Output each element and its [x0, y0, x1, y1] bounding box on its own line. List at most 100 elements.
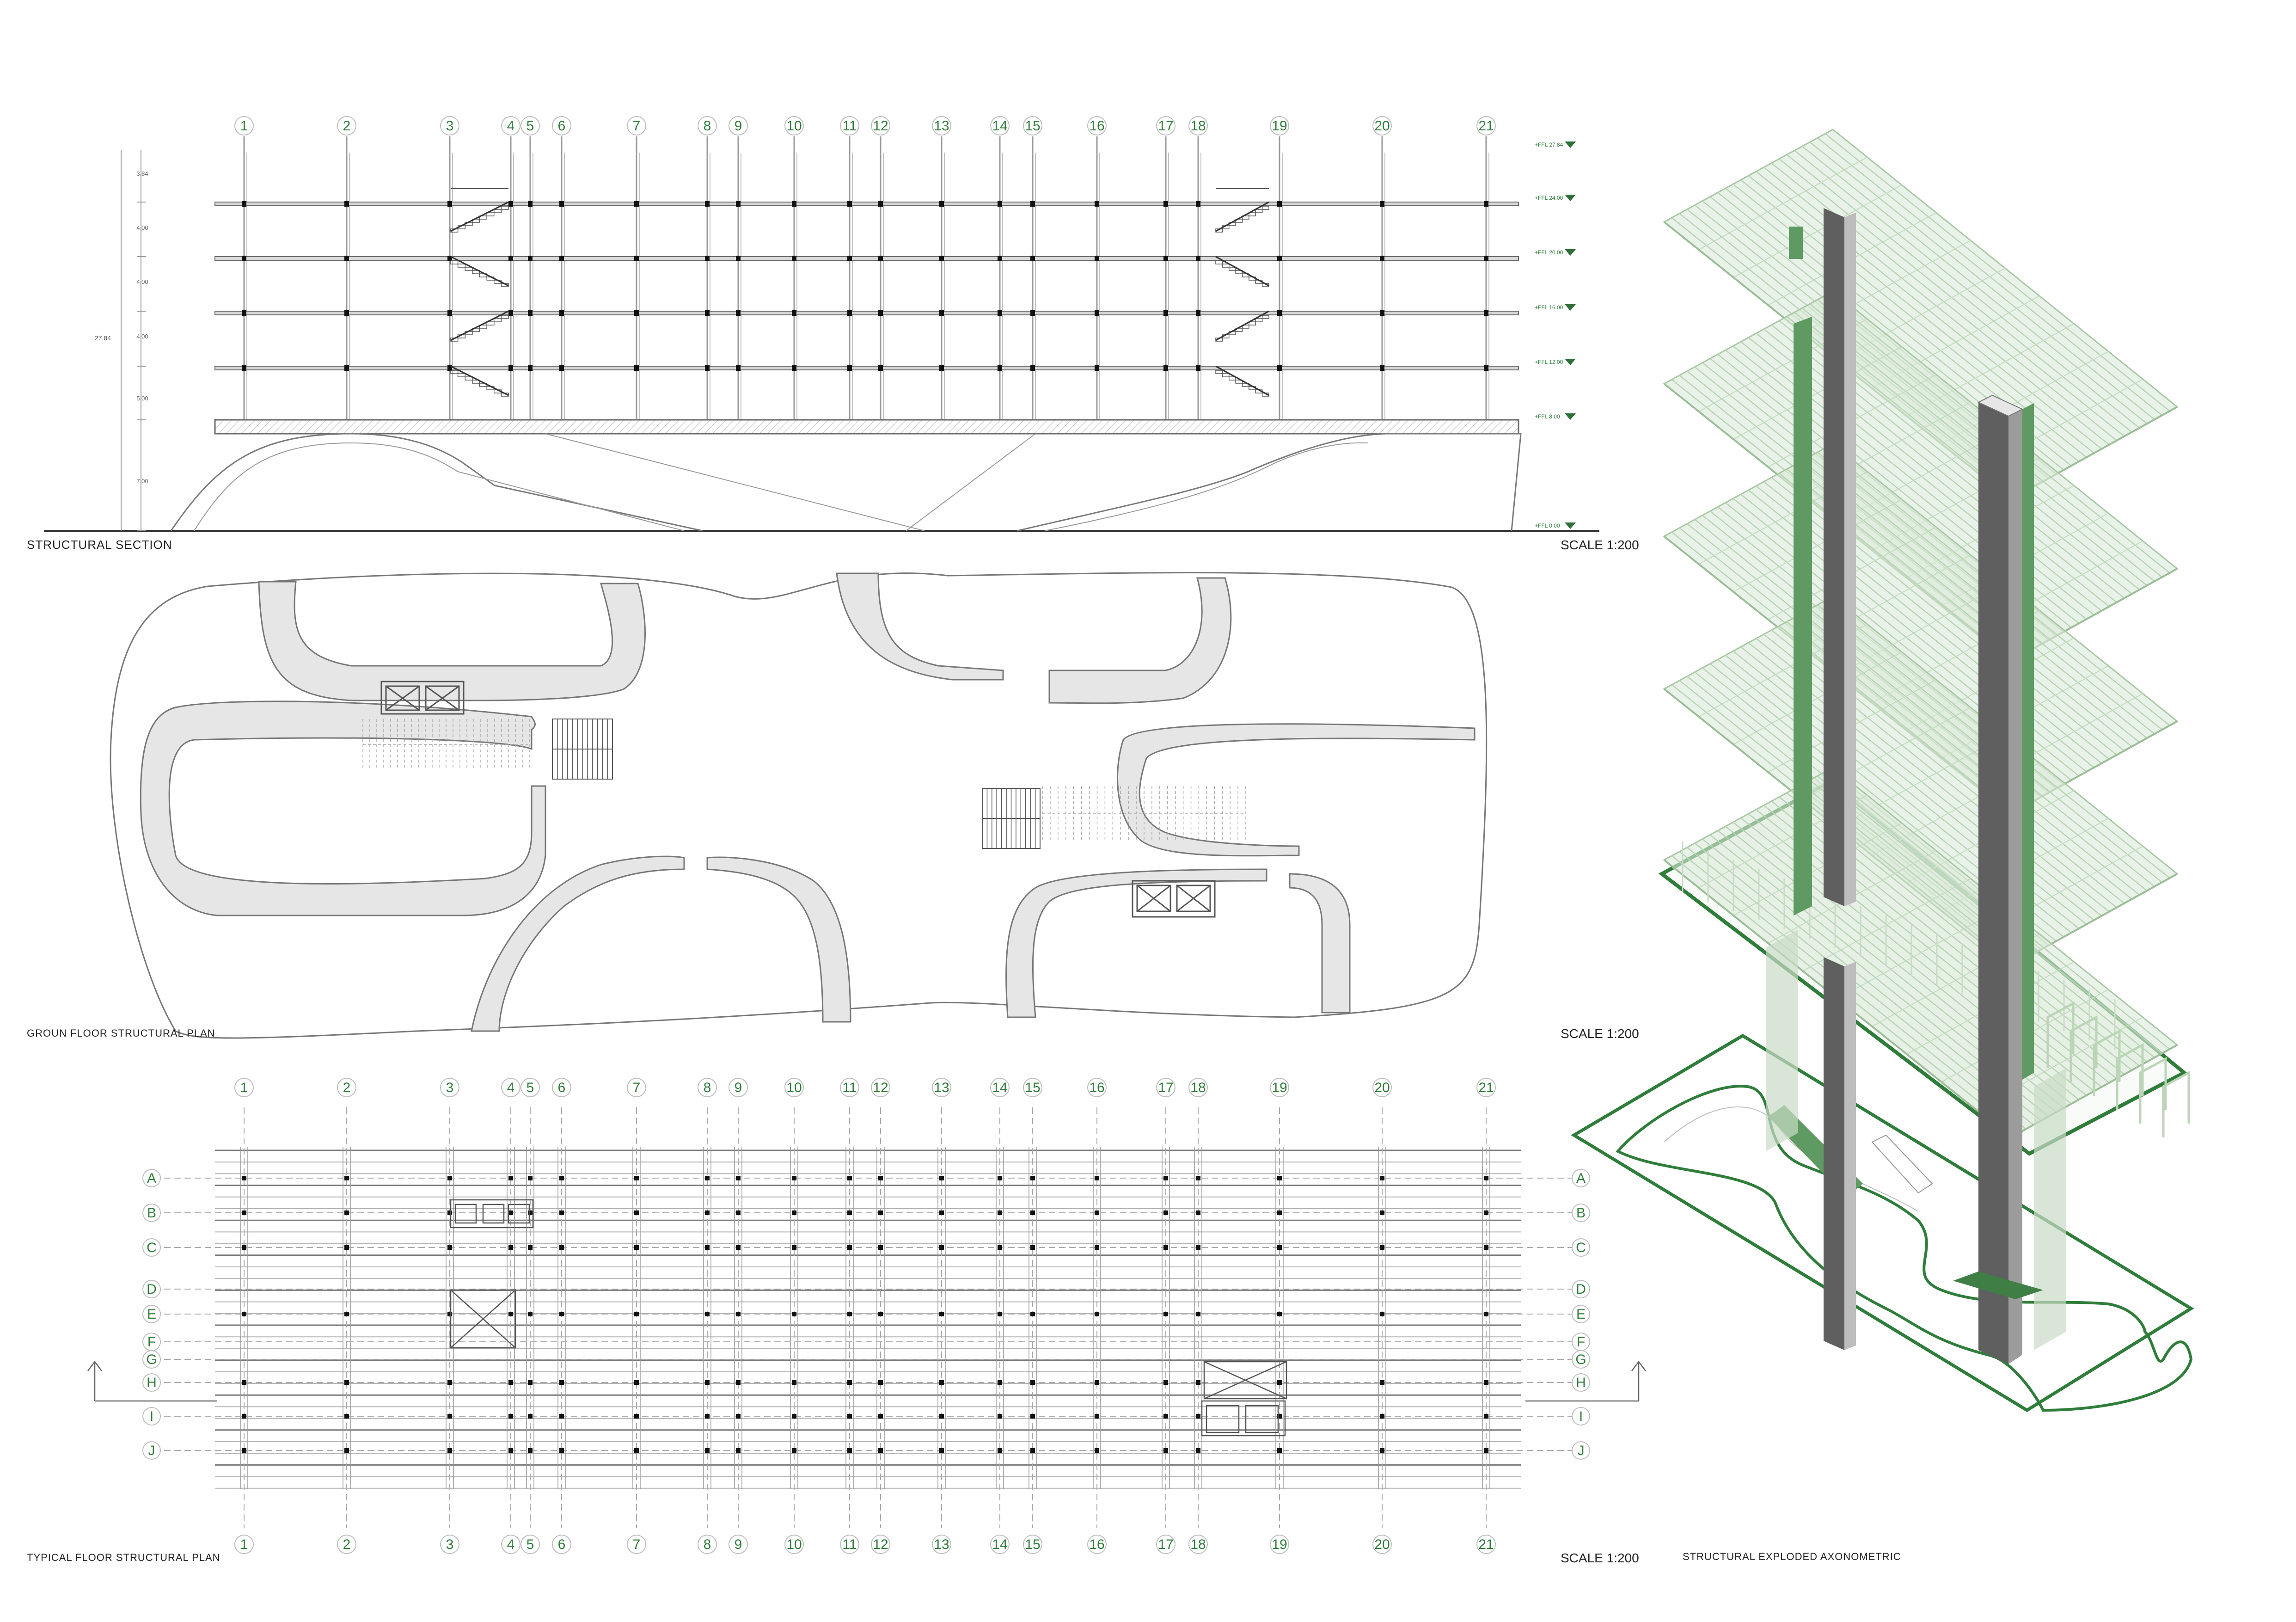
- level-marker-6: +FFL 8.00: [1535, 413, 1576, 420]
- site-boundary: [110, 572, 1488, 1039]
- svg-text:+FFL 27.84: +FFL 27.84: [1535, 141, 1563, 148]
- typical-top-bubble-21: 21: [1476, 1078, 1496, 1097]
- typical-top-bubble-5: 5: [520, 1078, 540, 1097]
- level-marker-3: +FFL 20.00: [1535, 249, 1576, 256]
- section-slab-3: [214, 310, 1519, 316]
- section-bubble-20: 20: [1372, 116, 1392, 135]
- axo-stair-grey: [1871, 1134, 1933, 1194]
- section-bubble-10: 10: [784, 116, 804, 135]
- section-bubble-17: 17: [1156, 116, 1176, 135]
- svg-text:+FFL 8.00: +FFL 8.00: [1535, 413, 1560, 420]
- level-marker-5: +FFL 12.00: [1535, 359, 1576, 365]
- row-bubble-H-right: H: [1572, 1373, 1590, 1392]
- section-bubble-16: 16: [1087, 116, 1107, 135]
- row-bubble-F-right: F: [1572, 1333, 1590, 1351]
- section-label-5: 5: [527, 118, 534, 134]
- section-label-19: 19: [1272, 118, 1287, 134]
- level-marker-4: +FFL 16.00: [1535, 304, 1576, 311]
- typical-top-label-17: 17: [1158, 1080, 1173, 1095]
- section-bubble-11: 11: [840, 116, 859, 135]
- typical-top-bubble-3: 3: [440, 1078, 459, 1097]
- typical-top-label-6: 6: [558, 1080, 566, 1095]
- level-marker-7: +FFL 0.00: [1535, 522, 1576, 529]
- wall-band-left: [140, 700, 546, 916]
- typical-bottom-label-6: 6: [558, 1537, 566, 1552]
- row-bubble-D-right: D: [1572, 1280, 1590, 1298]
- typical-bottom-bubble-2: 2: [337, 1535, 356, 1554]
- row-label-H: H: [147, 1375, 157, 1390]
- section-slab-1: [214, 201, 1519, 207]
- typical-top-bubble-12: 12: [871, 1078, 890, 1097]
- section-label-9: 9: [735, 118, 742, 134]
- typical-top-bubble-13: 13: [932, 1078, 951, 1097]
- section-bubble-7: 7: [627, 116, 646, 135]
- typical-top-label-8: 8: [704, 1080, 711, 1095]
- row-label-E: E: [147, 1307, 156, 1322]
- section-label-11: 11: [842, 118, 857, 134]
- typical-bottom-bubble-17: 17: [1156, 1535, 1176, 1554]
- typical-top-label-20: 20: [1374, 1080, 1390, 1095]
- typical-bottom-bubble-12: 12: [871, 1535, 890, 1554]
- section-bubble-21: 21: [1476, 116, 1496, 135]
- typical-bottom-label-11: 11: [842, 1537, 857, 1552]
- ground-stair-dashed-2: [1042, 786, 1246, 842]
- section-bubble-4: 4: [501, 116, 520, 135]
- typical-top-bubble-17: 17: [1156, 1078, 1176, 1097]
- section-curved-wall-right: [1016, 433, 1522, 532]
- section-slab-4: [214, 365, 1519, 371]
- ground-plan-scale: SCALE 1:200: [1561, 1026, 1639, 1041]
- row-label-A: A: [147, 1171, 156, 1186]
- typical-plan-scale: SCALE 1:200: [1561, 1551, 1639, 1565]
- section-label-13: 13: [934, 118, 949, 134]
- axo-core-base-green: [1953, 1272, 2043, 1299]
- axo-tall-core-face-dark: [1978, 402, 2008, 1364]
- svg-text:+FFL 16.00: +FFL 16.00: [1535, 304, 1563, 311]
- section-title: STRUCTURAL SECTION: [27, 538, 172, 552]
- typical-top-label-15: 15: [1025, 1080, 1040, 1095]
- row-label-D: D: [147, 1282, 157, 1297]
- typical-bottom-bubble-13: 13: [932, 1535, 951, 1554]
- section-dim-1: 3.84: [136, 170, 148, 177]
- section-ramp-line: [545, 433, 925, 531]
- svg-text:+FFL 12.00: +FFL 12.00: [1535, 359, 1563, 365]
- row-bubble-D-left: D: [142, 1280, 161, 1298]
- section-bubble-1: 1: [234, 116, 254, 135]
- row-bubble-G-right: G: [1572, 1350, 1590, 1369]
- section-label-14: 14: [992, 118, 1007, 134]
- section-dimension-labels: 3.844.004.004.005.007.00: [136, 170, 148, 531]
- axo-tall-core-green-band: [2022, 403, 2034, 1080]
- typical-bottom-label-15: 15: [1025, 1537, 1040, 1552]
- ground-lift-core-bottom: [1132, 880, 1216, 918]
- section-label-3: 3: [446, 118, 454, 134]
- row-bubble-G-left: G: [142, 1350, 161, 1369]
- axo-left-core-dark-lower: [1824, 957, 1844, 1350]
- typical-bottom-bubble-21: 21: [1476, 1535, 1496, 1554]
- row-bubble-E-left: E: [142, 1305, 161, 1323]
- typical-top-label-4: 4: [507, 1080, 515, 1095]
- section-bubble-6: 6: [552, 116, 571, 135]
- typical-bottom-label-18: 18: [1190, 1537, 1206, 1552]
- section-label-12: 12: [873, 118, 888, 134]
- typical-top-label-10: 10: [786, 1080, 802, 1095]
- row-bubble-C-right: C: [1572, 1238, 1590, 1257]
- section-label-1: 1: [240, 118, 248, 134]
- row-bubble-C-left: C: [142, 1238, 161, 1257]
- row-bubble-J-left: J: [142, 1441, 161, 1460]
- wall-band-top-right: [1048, 577, 1232, 704]
- axo-side-frames: [2046, 1001, 2190, 1137]
- axo-frame-6: [2162, 1070, 2190, 1137]
- axo-core-shaft-light-left: [1766, 929, 1798, 1151]
- section-bubble-18: 18: [1188, 116, 1208, 135]
- section-bubble-13: 13: [932, 116, 951, 135]
- section-dim-3: 4.00: [136, 278, 148, 285]
- row-bubble-A-right: A: [1572, 1169, 1590, 1187]
- section-bubble-5: 5: [520, 116, 540, 135]
- typical-top-bubble-4: 4: [501, 1078, 520, 1097]
- section-label-20: 20: [1374, 118, 1390, 134]
- typical-bottom-label-8: 8: [704, 1537, 711, 1552]
- section-label-16: 16: [1089, 118, 1104, 134]
